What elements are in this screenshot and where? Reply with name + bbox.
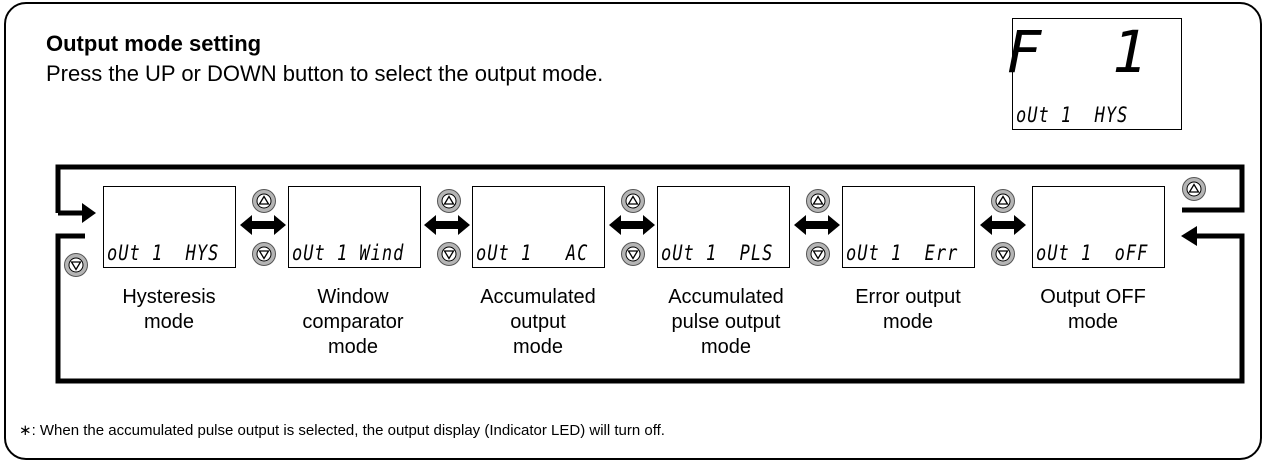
mode-label-window: Window comparator mode [278,285,428,360]
down-button-icon [991,242,1015,266]
mode-lcd-text: oUt 1 HYS [107,241,220,266]
label-line: Accumulated [668,286,784,308]
down-button-icon [64,253,88,277]
label-line: mode [882,311,934,333]
up-button-icon [991,189,1015,213]
mode-lcd-text: oUt 1 oFF [1036,241,1149,266]
mode-label-hysteresis: Hysteresis mode [94,285,244,335]
label-line: mode [700,336,752,358]
mode-lcd-off: oUt 1 oFF [1032,186,1165,268]
down-button-icon [806,242,830,266]
mode-lcd-text: oUt 1 PLS [661,241,774,266]
current-lcd-display: F 1 oUt 1 HYS [1006,18,1182,130]
panel-frame [4,2,1262,460]
footnote: ∗: When the accumulated pulse output is … [19,422,665,439]
mode-lcd-pulse: oUt 1 PLS [657,186,790,268]
label-line: Hysteresis [122,286,216,308]
mode-label-accumulated: Accumulated output mode [463,285,613,360]
label-line: mode [143,311,195,333]
label-line: Accumulated [480,286,596,308]
mode-lcd-window: oUt 1 Wind [288,186,421,268]
up-button-icon [252,189,276,213]
mode-label-pulse: Accumulated pulse output mode [651,285,801,360]
mode-lcd-text: oUt 1 AC [476,241,589,266]
label-line: mode [512,336,564,358]
up-button-icon [1182,177,1206,201]
up-button-icon [806,189,830,213]
double-arrow-icon [609,215,655,235]
mode-label-off: Output OFF mode [1018,285,1168,335]
label-line: output [510,311,566,333]
mode-lcd-error: oUt 1 Err [842,186,975,268]
section-title: Output mode setting [46,31,262,56]
current-lcd-sub: oUt 1 HYS [1016,103,1129,128]
label-line: Error output [855,286,961,308]
down-button-icon [437,242,461,266]
double-arrow-icon [980,215,1026,235]
mode-lcd-hysteresis: oUt 1 HYS [103,186,236,268]
mode-lcd-text: oUt 1 Err [846,241,959,266]
mode-lcd-text: oUt 1 Wind [292,241,405,266]
current-lcd-main: F 1 [1006,18,1165,86]
double-arrow-icon [424,215,470,235]
up-button-icon [437,189,461,213]
mode-lcd-accumulated: oUt 1 AC [472,186,605,268]
label-line: Output OFF [1040,286,1146,308]
double-arrow-icon [240,215,286,235]
label-line: Window [317,286,389,308]
mode-label-error: Error output mode [833,285,983,335]
double-arrow-icon [794,215,840,235]
down-button-icon [621,242,645,266]
instruction-text: Press the UP or DOWN button to select th… [46,61,604,86]
up-button-icon [621,189,645,213]
label-line: mode [327,336,379,358]
down-button-icon [252,242,276,266]
label-line: mode [1067,311,1119,333]
label-line: pulse output [671,311,781,333]
label-line: comparator [302,311,404,333]
